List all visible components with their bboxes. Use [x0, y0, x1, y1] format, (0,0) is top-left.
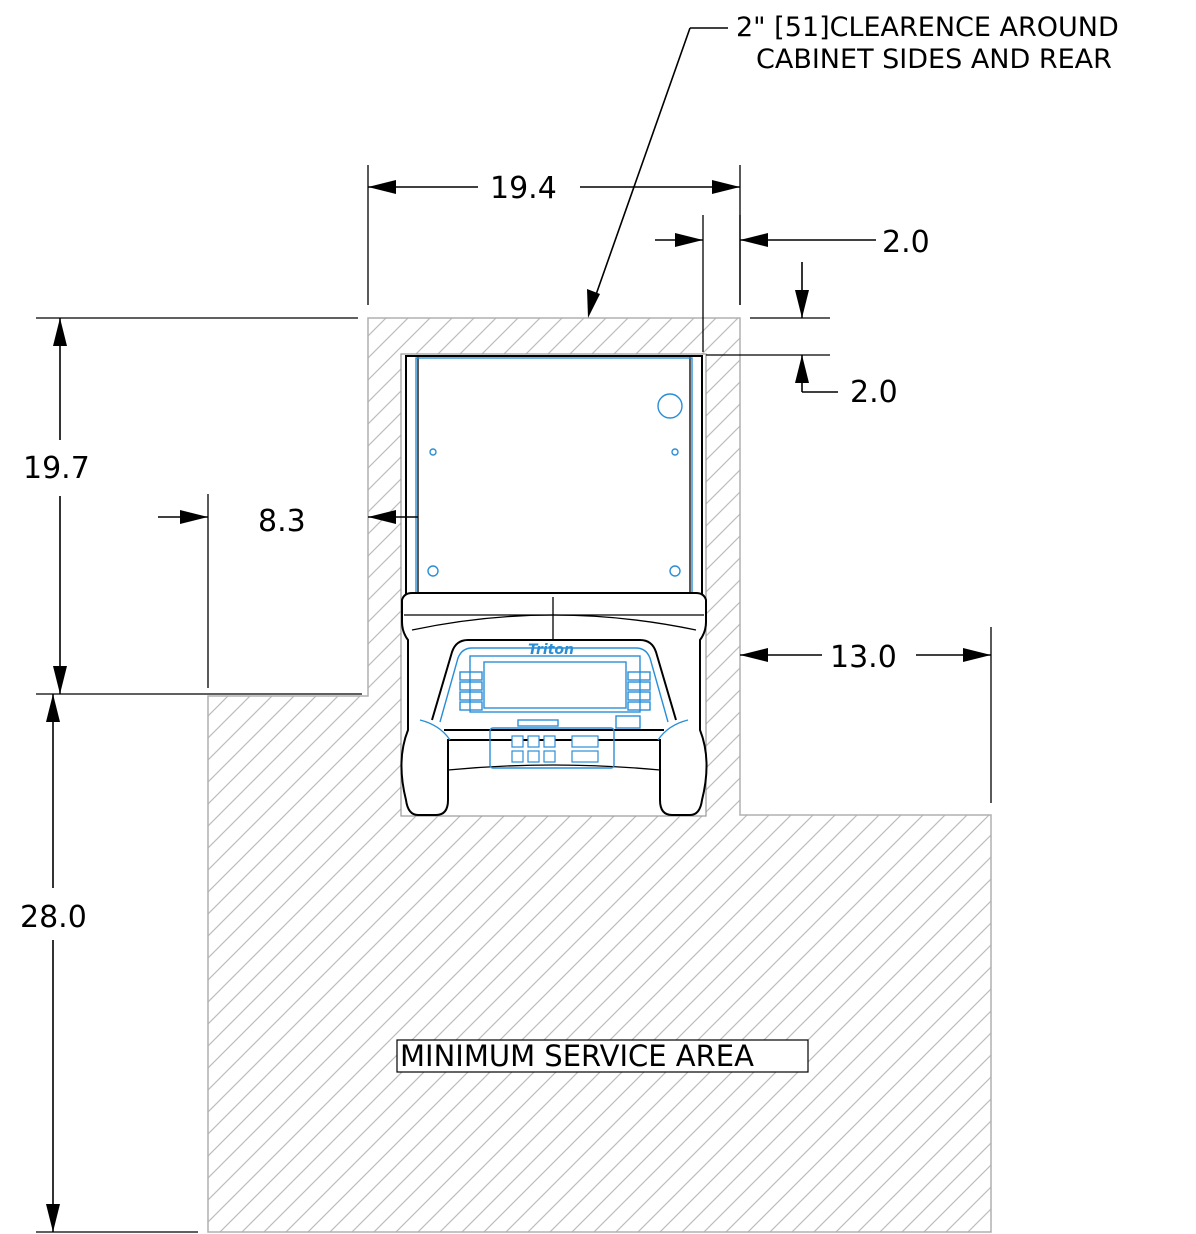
clearance-note: 2" [51]CLEARENCE AROUND CABINET SIDES AN…: [587, 12, 1119, 318]
dim-cabinet-depth: 19.7: [23, 317, 362, 695]
keypad-keys: [511, 735, 599, 763]
dim-front-depth: 28.0: [20, 694, 198, 1233]
cabinet-lock-icon: [657, 393, 683, 419]
receipt-slot: [517, 719, 559, 727]
brand-logo: Triton: [528, 642, 574, 658]
cabinet-body: [405, 355, 703, 597]
clearance-note-line2: CABINET SIDES AND REAR: [756, 44, 1112, 75]
dim-rear-clearance-value: 2.0: [850, 375, 898, 410]
dim-side-clearance-value: 2.0: [882, 225, 930, 260]
atm-unit: Triton: [400, 353, 708, 817]
dim-front-depth-value: 28.0: [20, 900, 87, 935]
dim-cabinet-depth-value: 19.7: [23, 451, 90, 486]
clearance-note-line1: 2" [51]CLEARENCE AROUND: [736, 12, 1119, 43]
dim-top-width: 19.4: [367, 165, 741, 305]
screen-side-buttons-right: [627, 671, 651, 711]
service-area-label-text: MINIMUM SERVICE AREA: [400, 1039, 754, 1073]
service-area-label: MINIMUM SERVICE AREA: [396, 1039, 809, 1073]
card-reader: [615, 715, 641, 729]
dim-left-offset: 8.3: [158, 494, 418, 688]
dim-top-width-value: 19.4: [490, 171, 557, 206]
keypad: [489, 727, 615, 769]
dim-right-offset-value: 13.0: [830, 640, 897, 675]
screen-side-buttons-left: [459, 671, 483, 711]
dim-left-offset-value: 8.3: [258, 504, 306, 539]
dim-rear-clearance: 2.0: [706, 262, 898, 410]
dim-side-clearance: 2.0: [655, 215, 930, 352]
dim-right-offset: 13.0: [740, 627, 992, 803]
atm-screen: [483, 661, 627, 709]
